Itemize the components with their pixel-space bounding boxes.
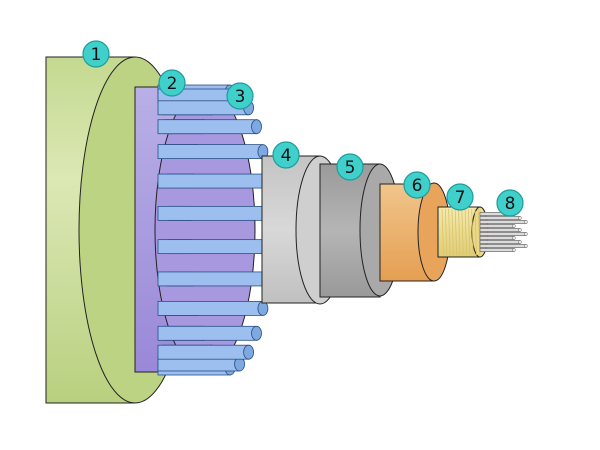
badge-6: 6 bbox=[403, 171, 431, 199]
armour-wire bbox=[157, 173, 273, 189]
tape-stripe bbox=[454, 208, 458, 256]
tape-stripe bbox=[461, 208, 464, 256]
armour-wire bbox=[157, 344, 254, 360]
conductor-strand bbox=[479, 239, 522, 245]
badge-5-label: 5 bbox=[345, 158, 356, 178]
badge-4-label: 4 bbox=[281, 146, 292, 166]
conductor-strand bbox=[479, 235, 516, 241]
badge-8: 8 bbox=[496, 189, 524, 217]
badge-5: 5 bbox=[336, 153, 364, 181]
conductor-strand bbox=[479, 243, 528, 249]
badge-7-label: 7 bbox=[455, 188, 466, 208]
badge-6-label: 6 bbox=[412, 176, 423, 196]
badge-4: 4 bbox=[272, 141, 300, 169]
tape-stripe bbox=[474, 208, 477, 256]
badge-1: 1 bbox=[82, 40, 110, 68]
armour-wire bbox=[157, 271, 273, 287]
conductor-tape-layer bbox=[437, 206, 489, 258]
tape-stripe bbox=[441, 208, 444, 256]
conductor-strand bbox=[479, 215, 522, 221]
conductor-strand bbox=[479, 227, 522, 233]
badge-3: 3 bbox=[226, 82, 254, 110]
tape-stripe bbox=[468, 208, 471, 256]
badge-2-label: 2 bbox=[167, 74, 178, 94]
tape-stripe bbox=[448, 208, 451, 256]
armour-wire bbox=[157, 325, 262, 341]
tape-stripe bbox=[458, 208, 461, 256]
badge-2: 2 bbox=[158, 69, 186, 97]
armour-wire bbox=[157, 300, 269, 316]
armour-wire bbox=[157, 205, 276, 221]
conductor-strand bbox=[479, 231, 528, 237]
armour-wires-layer bbox=[157, 84, 276, 376]
badge-3-label: 3 bbox=[235, 87, 246, 107]
tape-stripe bbox=[477, 208, 481, 256]
conductor-strand bbox=[479, 247, 516, 253]
conductor-strands-layer bbox=[479, 211, 528, 253]
badge-7: 7 bbox=[446, 183, 474, 211]
badge-1-label: 1 bbox=[91, 45, 102, 65]
armour-wire bbox=[157, 144, 269, 160]
armour-wire bbox=[157, 239, 276, 255]
tape-stripe bbox=[444, 208, 448, 256]
armour-wire bbox=[157, 119, 262, 135]
conductor-strand bbox=[479, 219, 528, 225]
badge-8-label: 8 bbox=[505, 194, 516, 214]
tape-stripe bbox=[464, 208, 467, 256]
tape-stripe bbox=[451, 208, 454, 256]
conductor-strand bbox=[479, 223, 516, 229]
tape-stripe bbox=[471, 208, 474, 256]
